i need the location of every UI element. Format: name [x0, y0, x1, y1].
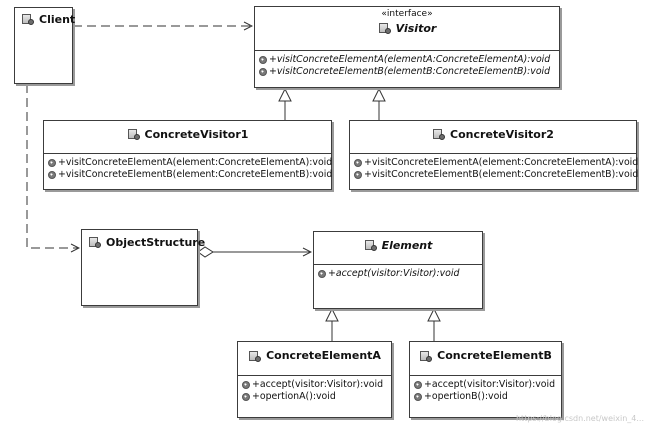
class-name: ObjectStructure [106, 235, 206, 249]
class-concrete-element-a[interactable]: ConcreteElementA +accept(visitor:Visitor… [237, 341, 392, 418]
operation[interactable]: +opertionB():void [414, 391, 557, 403]
operations-compartment: +visitConcreteElementA(element:ConcreteE… [44, 153, 332, 183]
class-concrete-visitor-2[interactable]: ConcreteVisitor2 +visitConcreteElementA(… [349, 120, 638, 190]
aggregation-diamond [197, 246, 214, 258]
operations-compartment: +accept(visitor:Visitor):void [314, 264, 482, 282]
elementB-generalization-triangle [427, 307, 441, 322]
watermark: https://blog.csdn.net/weixin_4... [515, 414, 644, 423]
interface-icon [378, 22, 391, 34]
class-icon [88, 236, 101, 248]
operation[interactable]: +opertionA():void [242, 391, 387, 403]
public-visibility-icon [242, 393, 250, 401]
operation[interactable]: +visitConcreteElementA(element:ConcreteE… [354, 157, 638, 169]
interface-visitor[interactable]: «interface» Visitor +visitConcreteElemen… [254, 6, 560, 88]
class-icon [21, 13, 34, 25]
class-icon [248, 350, 262, 362]
operations-compartment: +visitConcreteElementA(elementA:Concrete… [255, 50, 559, 80]
operations-compartment: +visitConcreteElementA(element:ConcreteE… [350, 153, 638, 183]
class-concrete-visitor-1[interactable]: ConcreteVisitor1 +visitConcreteElementA(… [43, 120, 332, 190]
operations-compartment: +accept(visitor:Visitor):void +opertionB… [410, 375, 561, 405]
stereotype-label: «interface» [381, 9, 433, 19]
visitor1-realization-triangle [278, 87, 292, 102]
operation[interactable]: +visitConcreteElementA(element:ConcreteE… [48, 157, 332, 169]
class-element[interactable]: Element +accept(visitor:Visitor):void [313, 231, 483, 309]
operation[interactable]: +accept(visitor:Visitor):void [242, 379, 387, 391]
class-name: Element [381, 238, 433, 252]
class-name: ConcreteElementA [266, 349, 381, 362]
public-visibility-icon [48, 171, 56, 179]
operation[interactable]: +accept(visitor:Visitor):void [318, 268, 478, 280]
class-icon [432, 128, 446, 140]
operation[interactable]: +visitConcreteElementB(element:ConcreteE… [354, 169, 638, 181]
visitor2-realization-triangle [372, 87, 386, 102]
client-to-objectstructure-dependency [26, 84, 79, 248]
public-visibility-icon [414, 381, 422, 389]
public-visibility-icon [48, 159, 56, 167]
class-name: Visitor [395, 21, 437, 35]
class-icon [364, 239, 377, 251]
class-name: ConcreteElementB [437, 349, 552, 362]
public-visibility-icon [242, 381, 250, 389]
class-name: Client [39, 12, 76, 26]
operation[interactable]: +visitConcreteElementA(elementA:Concrete… [259, 54, 555, 66]
public-visibility-icon [354, 171, 362, 179]
class-icon [419, 350, 433, 362]
public-visibility-icon [414, 393, 422, 401]
elementA-generalization-triangle [325, 307, 339, 322]
operation[interactable]: +visitConcreteElementB(elementB:Concrete… [259, 66, 555, 78]
class-client[interactable]: Client [14, 7, 76, 84]
class-concrete-element-b[interactable]: ConcreteElementB +accept(visitor:Visitor… [409, 341, 562, 418]
public-visibility-icon [259, 68, 267, 76]
operations-compartment: +accept(visitor:Visitor):void +opertionA… [238, 375, 391, 405]
public-visibility-icon [318, 270, 326, 278]
operation[interactable]: +accept(visitor:Visitor):void [414, 379, 557, 391]
public-visibility-icon [259, 56, 267, 64]
operation[interactable]: +visitConcreteElementB(element:ConcreteE… [48, 169, 332, 181]
class-object-structure[interactable]: ObjectStructure [81, 229, 205, 306]
class-icon [127, 128, 140, 140]
public-visibility-icon [354, 159, 362, 167]
class-name: ConcreteVisitor1 [144, 127, 249, 141]
class-name: ConcreteVisitor2 [450, 127, 554, 141]
